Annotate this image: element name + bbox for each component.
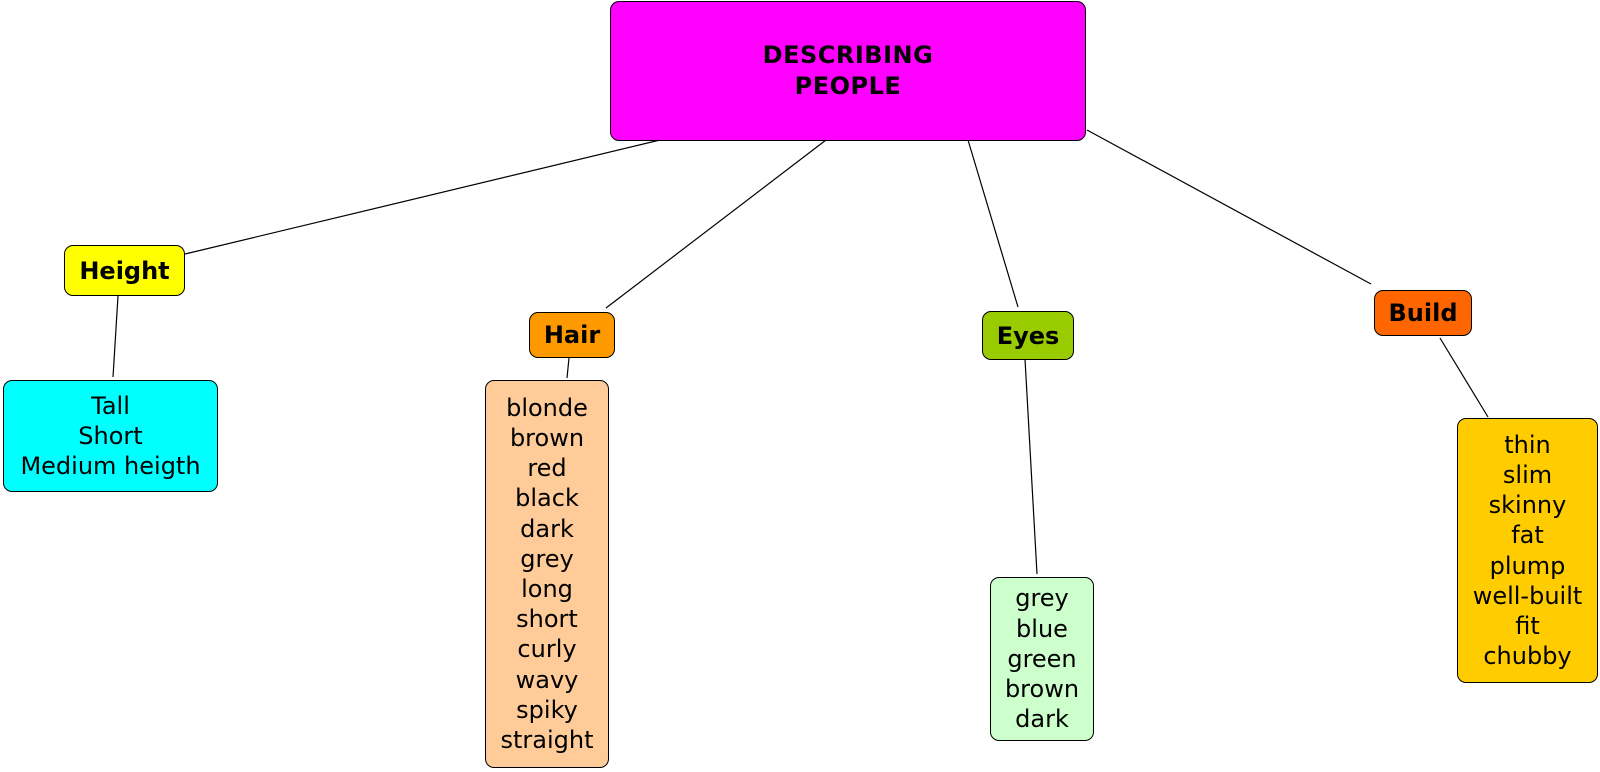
connector-title-eyes — [967, 139, 1019, 308]
connector-height-list — [112, 295, 119, 378]
list-item: thin — [1504, 430, 1551, 459]
list-item: slim — [1502, 460, 1553, 489]
category-height: Height — [64, 245, 185, 296]
category-height-label: Height — [79, 256, 170, 285]
list-item: short — [516, 605, 578, 634]
connector-hair-list — [566, 357, 570, 379]
title-line-1: DESCRIBING — [762, 41, 934, 69]
list-item: Tall — [91, 391, 130, 420]
list-item: fat — [1511, 521, 1544, 550]
list-item: Medium heigth — [20, 452, 201, 481]
category-eyes-label: Eyes — [996, 321, 1060, 350]
list-item: plump — [1489, 551, 1566, 580]
connector-title-height — [184, 139, 661, 255]
connector-build-list — [1439, 337, 1489, 418]
hair-list: blonde brown red black dark grey long sh… — [485, 380, 609, 768]
eyes-list: grey blue green brown dark — [990, 577, 1094, 741]
list-item: skinny — [1488, 491, 1567, 520]
list-item: green — [1007, 644, 1077, 673]
list-item: black — [515, 484, 579, 513]
list-item: dark — [1015, 705, 1069, 734]
list-item: red — [527, 454, 567, 483]
list-item: straight — [500, 726, 594, 755]
category-hair: Hair — [529, 312, 615, 358]
list-item: fit — [1515, 611, 1540, 640]
list-item: grey — [520, 544, 574, 573]
list-item: brown — [509, 423, 585, 452]
list-item: curly — [517, 635, 577, 664]
title-node: DESCRIBING PEOPLE — [610, 1, 1086, 141]
list-item: Short — [78, 421, 143, 450]
connector-eyes-list — [1024, 358, 1038, 575]
category-build: Build — [1374, 290, 1472, 336]
list-item: brown — [1004, 675, 1080, 704]
list-item: dark — [520, 514, 574, 543]
category-build-label: Build — [1388, 299, 1458, 327]
category-hair-label: Hair — [543, 321, 601, 349]
connector-title-build — [1086, 129, 1372, 285]
list-item: chubby — [1483, 642, 1572, 671]
height-list: Tall Short Medium heigth — [3, 380, 218, 492]
list-item: grey — [1015, 584, 1069, 613]
list-item: spiky — [516, 695, 578, 724]
list-item: long — [521, 575, 573, 603]
list-item: well-built — [1472, 581, 1583, 610]
category-eyes: Eyes — [982, 311, 1074, 360]
build-list: thin slim skinny fat plump well-built fi… — [1457, 418, 1598, 683]
connector-title-hair — [605, 139, 827, 309]
title-line-2: PEOPLE — [794, 72, 902, 100]
list-item: blue — [1016, 614, 1068, 643]
list-item: blonde — [506, 393, 588, 422]
list-item: wavy — [515, 665, 579, 694]
